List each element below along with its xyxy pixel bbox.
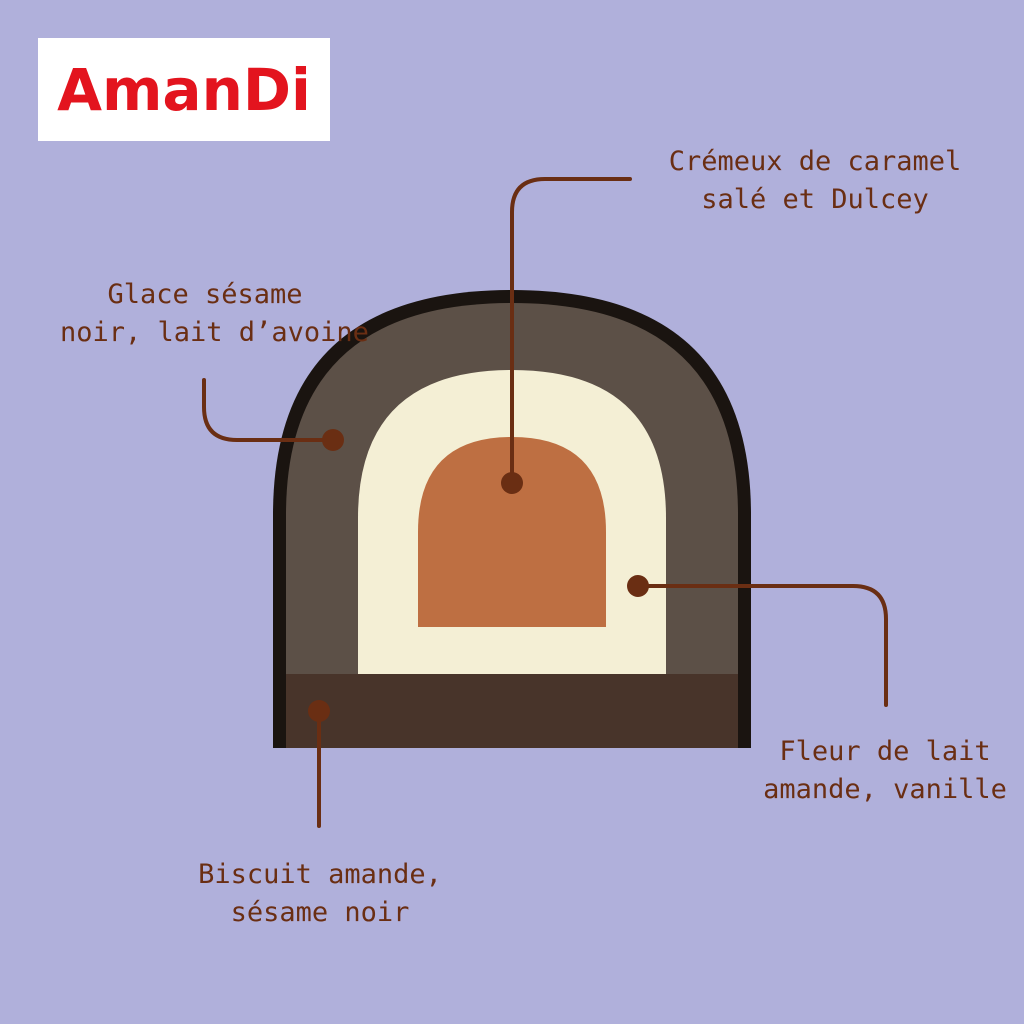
biscuit-layer: [286, 674, 738, 748]
marker-dot-glace: [322, 429, 344, 451]
cremeux-layer: [418, 437, 606, 627]
label-glace-line-2: noir, lait d’avoine: [60, 317, 369, 348]
leader-line-glace: [202, 378, 335, 442]
label-biscuit: Biscuit amande, sésame noir: [180, 856, 460, 932]
label-biscuit-line-2: sésame noir: [230, 897, 410, 928]
marker-dot-fleur: [627, 575, 649, 597]
marker-dot-biscuit: [308, 700, 330, 722]
label-fleur: Fleur de lait amande, vanille: [755, 733, 1015, 809]
leader-line-fleur: [636, 584, 888, 707]
label-fleur-line-2: amande, vanille: [763, 774, 1007, 805]
label-cremeux-line-2: salé et Dulcey: [701, 184, 929, 215]
label-biscuit-line-1: Biscuit amande,: [198, 859, 442, 890]
label-glace: Glace sésame noir, lait d’avoine: [60, 276, 369, 352]
markers: [308, 429, 649, 722]
label-glace-line-1: Glace sésame: [107, 279, 303, 310]
brand-logo-text: AmanDi: [57, 55, 311, 124]
label-cremeux: Crémeux de caramel salé et Dulcey: [640, 143, 990, 219]
marker-dot-cremeux: [501, 472, 523, 494]
dessert-cross-section: [273, 290, 751, 748]
leader-line-cremeux: [510, 177, 632, 485]
brand-logo: AmanDi: [38, 38, 330, 141]
leader-lines: [202, 177, 888, 828]
label-fleur-line-1: Fleur de lait: [779, 736, 991, 767]
label-cremeux-line-1: Crémeux de caramel: [668, 146, 962, 177]
